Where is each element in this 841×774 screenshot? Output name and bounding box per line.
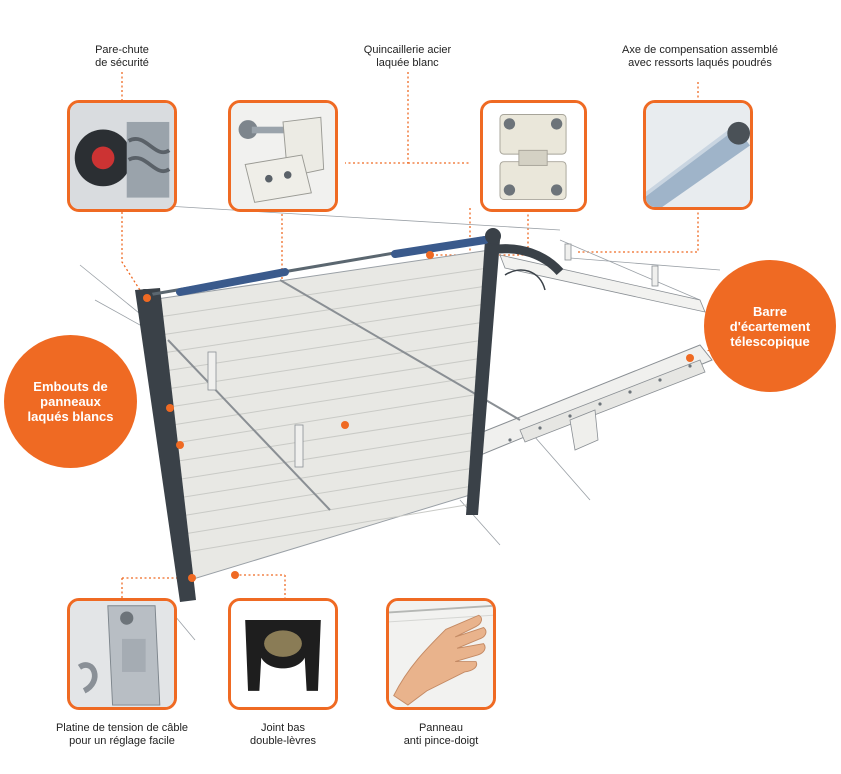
hinge-bracket-icon (231, 103, 335, 209)
callout-embouts: Embouts de panneaux laqués blancs (4, 335, 137, 468)
callout-dots (143, 251, 694, 582)
panneau-photo (386, 598, 496, 710)
bottom-seal-icon (231, 601, 335, 707)
callout-barre: Barre d'écartement télescopique (704, 260, 836, 392)
torsion-shaft (137, 228, 501, 305)
hand-on-panel-icon (389, 601, 493, 707)
door-panel (149, 249, 521, 581)
cable-tension-plate-icon (70, 601, 174, 707)
spring-shaft-icon (646, 103, 750, 207)
safety-brake-icon (70, 103, 174, 209)
plate-photo (480, 100, 587, 212)
joint-photo (228, 598, 338, 710)
brackets (207, 243, 659, 468)
hinge-photo (228, 100, 338, 212)
platine-photo (67, 598, 177, 710)
pare-chute-photo (67, 100, 177, 212)
vertical-tracks (135, 240, 564, 602)
axe-photo (643, 100, 753, 210)
hinge-plate-icon (483, 103, 584, 209)
